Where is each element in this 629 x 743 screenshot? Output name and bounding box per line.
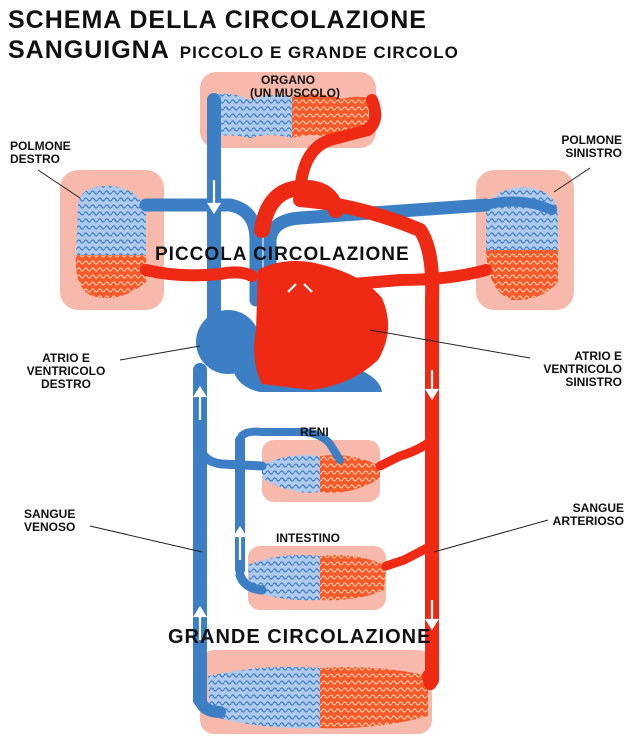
intestine-pad: [248, 546, 386, 610]
lung-left-pad: [476, 170, 574, 310]
diagram-title-line2: SANGUIGNA PICCOLO E GRANDE CIRCOLO: [8, 36, 459, 65]
diagram-subtitle: PICCOLO E GRANDE CIRCOLO: [180, 43, 459, 62]
label-right-heart-line3: DESTRO: [18, 378, 114, 391]
label-venous-blood-line2: VENOSO: [24, 521, 75, 534]
label-venous-blood: SANGUE VENOSO: [24, 508, 75, 534]
kidneys-pad: [262, 440, 380, 502]
label-organ-line2: (UN MUSCOLO): [250, 87, 326, 100]
label-kidneys: RENI: [300, 426, 329, 439]
label-right-heart: ATRIO E VENTRICOLO DESTRO: [18, 352, 114, 391]
label-pulmonary-circulation: PICCOLA CIRCOLAZIONE: [155, 244, 410, 266]
label-arterial-blood: SANGUE ARTERIOSO: [520, 502, 624, 528]
label-lung-right: POLMONE DESTRO: [10, 140, 71, 166]
label-intestine: INTESTINO: [276, 532, 340, 545]
label-lung-left-line2: SINISTRO: [530, 147, 622, 160]
diagram-title-line1: SCHEMA DELLA CIRCOLAZIONE: [8, 6, 427, 35]
label-left-heart: ATRIO E VENTRICOLO SINISTRO: [510, 350, 622, 389]
label-systemic-circulation: GRANDE CIRCOLAZIONE: [168, 626, 431, 649]
label-lung-right-line2: DESTRO: [10, 153, 71, 166]
lung-right-pad: [60, 170, 164, 310]
label-left-heart-line3: SINISTRO: [510, 376, 622, 389]
label-arterial-blood-line2: ARTERIOSO: [520, 515, 624, 528]
label-lung-left: POLMONE SINISTRO: [530, 134, 622, 160]
lower-body-pad: [200, 650, 432, 734]
diagram-title-main: SANGUIGNA: [8, 36, 170, 64]
label-organ: ORGANO (UN MUSCOLO): [250, 74, 326, 100]
